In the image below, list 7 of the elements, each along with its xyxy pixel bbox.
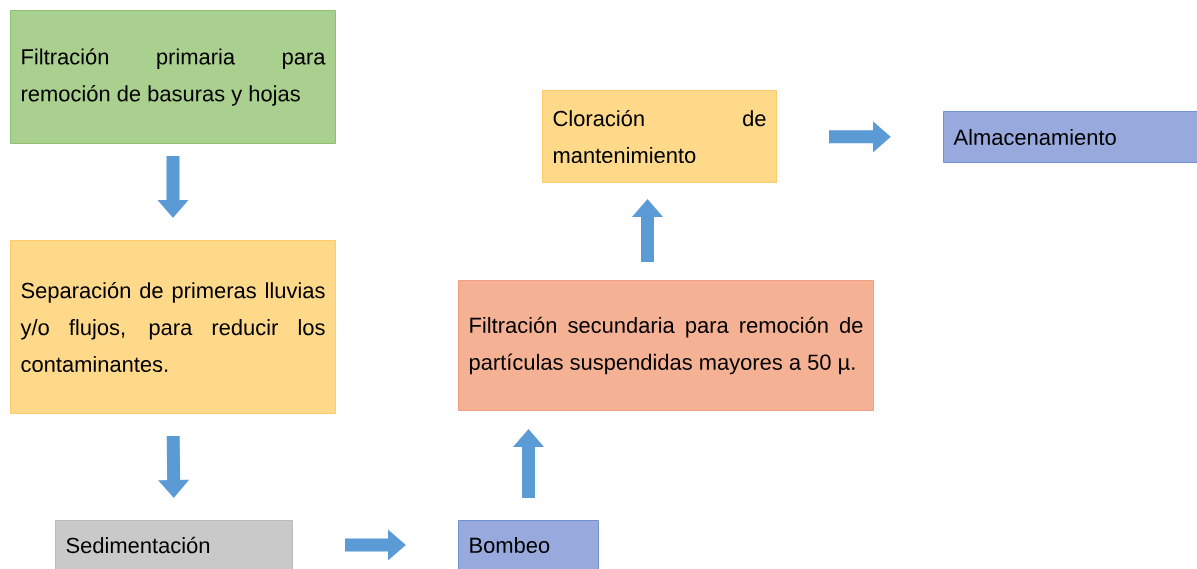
process-box: Almacenamiento bbox=[943, 111, 1197, 163]
process-box: Bombeo bbox=[458, 520, 599, 569]
process-box: Separación de primeras lluvias y/o flujos, para reducir los contaminantes. bbox=[10, 240, 336, 414]
process-box: Cloración de mantenimiento bbox=[542, 90, 777, 183]
process-box: Filtración primaria para remoción de basuras y hojas bbox=[10, 10, 336, 144]
process-box: Filtración secundaria para remoción de partículas suspendidas mayores a 50 µ. bbox=[458, 280, 874, 411]
process-box: Sedimentación bbox=[55, 520, 293, 569]
